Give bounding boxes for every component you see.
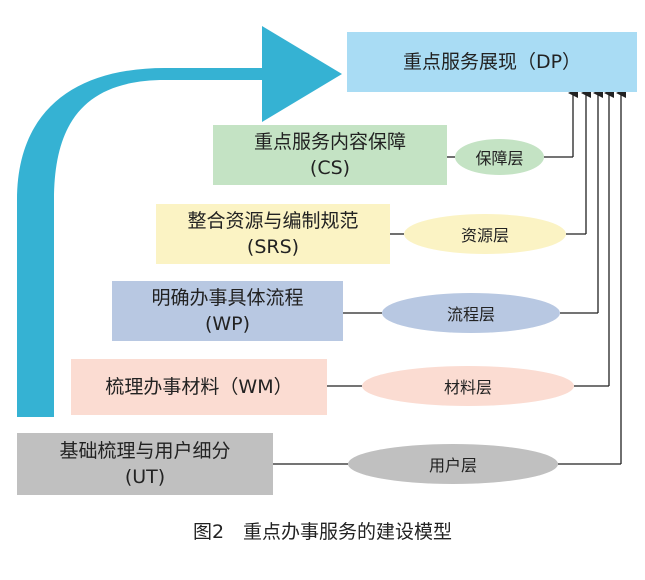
layer-box-ut-line2: (UT)	[124, 466, 166, 488]
layer-box-cs-line2: (CS)	[309, 157, 351, 179]
ellipse-wp-label: 流程层	[446, 305, 495, 324]
layer-box-wp-line2: (WP)	[204, 313, 251, 335]
layer-box-wm: 梳理办事材料（WM）	[71, 359, 327, 415]
big-curved-arrow	[17, 26, 342, 417]
layer-box-ut-line1: 基础梳理与用户细分	[59, 440, 231, 462]
layer-box-wp: 明确办事具体流程 (WP)	[112, 281, 343, 341]
ellipse-ut-label: 用户层	[428, 456, 477, 475]
ellipse-wm-label: 材料层	[443, 378, 492, 397]
layer-box-wp-line1: 明确办事具体流程	[151, 287, 304, 309]
ellipse-cs-label: 保障层	[475, 149, 524, 168]
ellipse-wp: 流程层	[382, 293, 560, 333]
layer-box-srs-line1: 整合资源与编制规范	[187, 210, 359, 232]
layer-box-ut: 基础梳理与用户细分 (UT)	[17, 433, 273, 495]
layer-box-srs: 整合资源与编制规范 (SRS)	[156, 204, 390, 264]
layer-box-cs-line1: 重点服务内容保障	[253, 131, 406, 153]
ellipse-cs: 保障层	[455, 139, 544, 175]
ellipse-srs: 资源层	[404, 214, 566, 254]
ellipse-wm: 材料层	[362, 366, 574, 406]
figure-caption: 图2 重点办事服务的建设模型	[192, 521, 453, 543]
ellipse-ut: 用户层	[348, 444, 558, 484]
top-box-label: 重点服务展现（DP）	[402, 51, 582, 73]
layer-box-wm-line1: 梳理办事材料（WM）	[105, 376, 293, 398]
layer-box-cs: 重点服务内容保障 (CS)	[213, 125, 447, 185]
layer-box-srs-line2: (SRS)	[246, 236, 300, 258]
ellipse-srs-label: 资源层	[460, 226, 509, 245]
top-box-dp: 重点服务展现（DP）	[347, 32, 637, 92]
